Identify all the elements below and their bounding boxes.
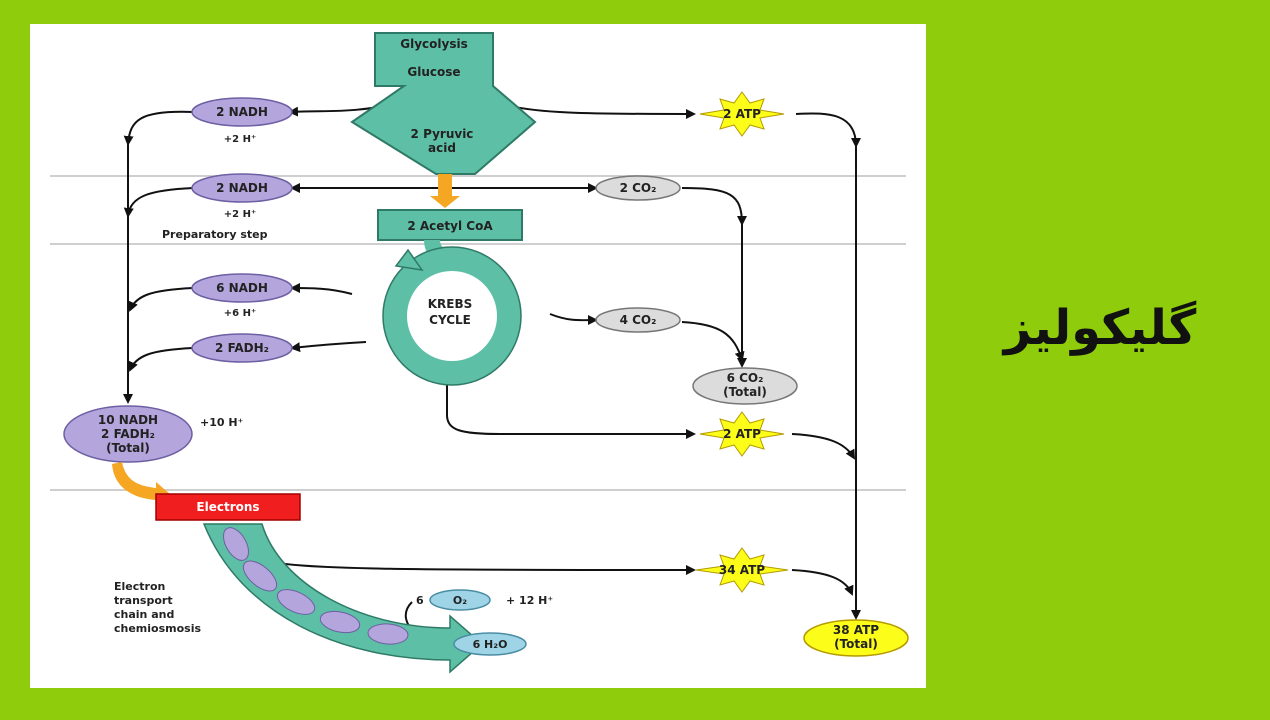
o2-oval: [429, 589, 491, 611]
glycolysis-funnel: [350, 32, 537, 175]
arrow-to-nadh-krebs: [290, 283, 353, 295]
co2-total-label-1: 6 CO₂: [727, 371, 764, 385]
etc-label-3: chain and: [114, 608, 174, 621]
etc-label-2: transport: [114, 594, 173, 607]
etc-carrier: [367, 623, 409, 645]
co2-krebs-oval: [595, 307, 681, 333]
atp-etc-starburst: [695, 547, 789, 593]
arrow-co2-krebs-to-total: [681, 321, 745, 362]
arrow-left-trunk-top: [123, 110, 194, 146]
atp-total-label-2: (Total): [834, 637, 878, 651]
glucose-label: Glucose: [407, 65, 460, 79]
o2-coefficient: 6: [416, 594, 424, 607]
arrow-nadh-krebs-to-trunk: [128, 287, 194, 312]
fadh-krebs-label: 2 FADH₂: [215, 341, 269, 355]
arrow-to-atp-krebs: [446, 366, 696, 439]
nadh-glycolysis-oval: [191, 97, 293, 127]
etc-carrier: [223, 527, 249, 561]
h-glycolysis-label: +2 H⁺: [224, 134, 256, 145]
nadh-prep-oval: [191, 173, 293, 203]
h-prep-label: +2 H⁺: [224, 209, 256, 220]
nadh-glycolysis-label: 2 NADH: [216, 105, 268, 119]
atp-total-oval: [803, 619, 909, 657]
atp-krebs-starburst: [699, 411, 785, 457]
atp-total-label-1: 38 ATP: [833, 623, 879, 637]
atp-krebs-label: 2 ATP: [723, 427, 761, 441]
cellular-respiration-diagram: Glycolysis Glucose 2 Pyruvic acid 2 Acet…: [50, 32, 909, 674]
side-title: گلیکولیز: [1003, 300, 1197, 356]
arrow-to-co2-krebs: [549, 313, 598, 326]
etc-band: [202, 523, 484, 674]
total-nadh-label-1: 10 NADH: [98, 413, 158, 427]
total-nadh-oval: [63, 405, 193, 463]
etc-label-4: chemiosmosis: [114, 622, 201, 635]
nadh-krebs-oval: [191, 273, 293, 303]
co2-total-label-2: (Total): [723, 385, 767, 399]
co2-total-oval: [692, 367, 798, 405]
water-label: 6 H₂O: [473, 638, 508, 651]
co2-krebs-label: 4 CO₂: [620, 313, 657, 327]
acetyl-coa-label: 2 Acetyl CoA: [407, 219, 493, 233]
total-nadh-label-3: (Total): [106, 441, 150, 455]
arrow-right-trunk-top: [795, 112, 861, 148]
atp-glycolysis-starburst: [699, 91, 785, 137]
etc-carrier: [242, 560, 278, 592]
electrons-box: [155, 493, 301, 521]
etc-carrier: [276, 589, 316, 615]
krebs-label-1: KREBS: [428, 297, 473, 311]
etc-carrier: [319, 610, 361, 634]
arrow-nadh-prep-to-trunk: [123, 187, 194, 218]
arrow-atp-krebs-to-trunk: [791, 433, 855, 460]
prep-step-label: Preparatory step: [162, 228, 268, 241]
o2-label: O₂: [453, 594, 467, 607]
fadh-krebs-oval: [191, 333, 293, 363]
atp-glycolysis-label: 2 ATP: [723, 107, 761, 121]
orange-arrow-acetyl: [430, 174, 460, 208]
krebs-cycle-arrowhead: [394, 248, 424, 272]
arrow-to-fadh-krebs: [290, 341, 367, 353]
krebs-label-2: CYCLE: [429, 313, 471, 327]
arrow-fadh-krebs-to-trunk: [128, 347, 194, 372]
water-oval: [453, 632, 527, 656]
h-krebs-label: +6 H⁺: [224, 308, 256, 319]
h-total-label: +10 H⁺: [200, 416, 244, 429]
total-nadh-label-2: 2 FADH₂: [101, 427, 155, 441]
arrow-atp-etc-to-trunk: [791, 569, 854, 596]
pyruvic-label-1: 2 Pyruvic: [411, 127, 474, 141]
h-etc-label: + 12 H⁺: [506, 594, 553, 607]
arrow-to-atp-etc: [263, 559, 696, 575]
nadh-krebs-label: 6 NADH: [216, 281, 268, 295]
krebs-cycle-ring: [383, 247, 521, 385]
electrons-label: Electrons: [196, 500, 259, 514]
co2-prep-oval: [595, 175, 681, 201]
pyruvic-label-2: acid: [428, 141, 456, 155]
arrow-co2-prep-down: [681, 187, 747, 226]
co2-prep-label: 2 CO₂: [620, 181, 657, 195]
glycolysis-label: Glycolysis: [400, 37, 467, 51]
acetyl-coa-box: [377, 209, 523, 241]
diagram-panel: Glycolysis Glucose 2 Pyruvic acid 2 Acet…: [30, 24, 926, 688]
krebs-ring-outline: [382, 246, 522, 386]
etc-label-1: Electron: [114, 580, 165, 593]
atp-etc-label: 34 ATP: [719, 563, 765, 577]
nadh-prep-label: 2 NADH: [216, 181, 268, 195]
